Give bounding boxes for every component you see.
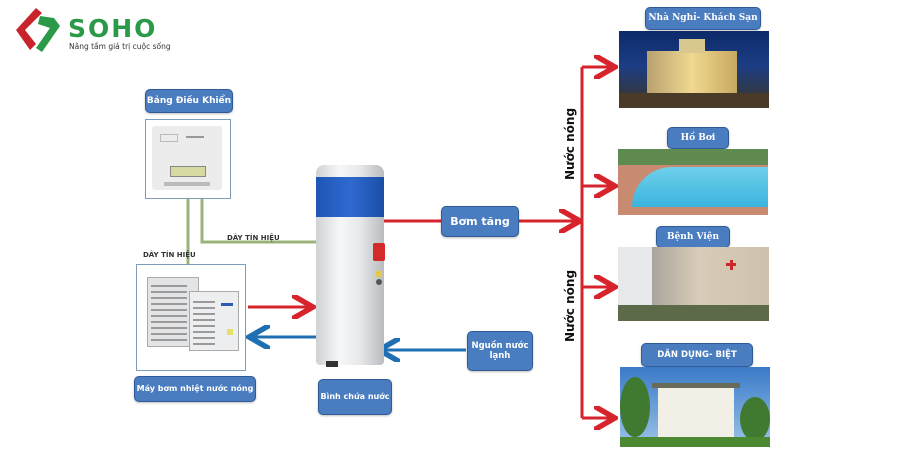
brand-tagline: Nâng tầm giá trị cuộc sống [69,42,171,51]
heat-pump-image [136,264,246,371]
tank-valve-icon [373,243,385,261]
destination-label-pool: Hồ Bơi [667,127,729,149]
swimming-pool-image [618,149,768,215]
signal-wire-label-top: DÂY TÍN HIỆU [227,234,280,242]
control-panel-label: Bảng Điều Khiển [145,89,233,113]
heat-pump-label: Máy bơm nhiệt nước nóng [134,376,256,402]
hot-water-label-top: Nước nóng [563,107,577,180]
villa-image [620,367,770,447]
signal-wire-to-tank [200,196,318,244]
destination-label-hotel: Nhà Nghỉ- Khách Sạn [645,7,761,30]
hot-water-label-bottom: Nước nóng [563,269,577,342]
control-panel-image [145,119,231,199]
cold-water-source-label: Nguồn nước lạnh [467,331,533,371]
booster-pump-label: Bơm tăng [441,206,519,237]
destination-label-hospital: Bệnh Viện [656,226,730,248]
brand-name: SOHO [68,14,158,43]
logo-mark-icon [16,8,60,52]
water-tank-image [316,165,385,367]
hospital-image [618,247,769,321]
tank-label: Bình chứa nước [318,379,392,415]
signal-wire-label-left: DÂY TÍN HIỆU [143,251,196,259]
destination-label-villa: DÂN DỤNG- BIỆT [641,343,753,367]
hotel-image [619,31,769,108]
